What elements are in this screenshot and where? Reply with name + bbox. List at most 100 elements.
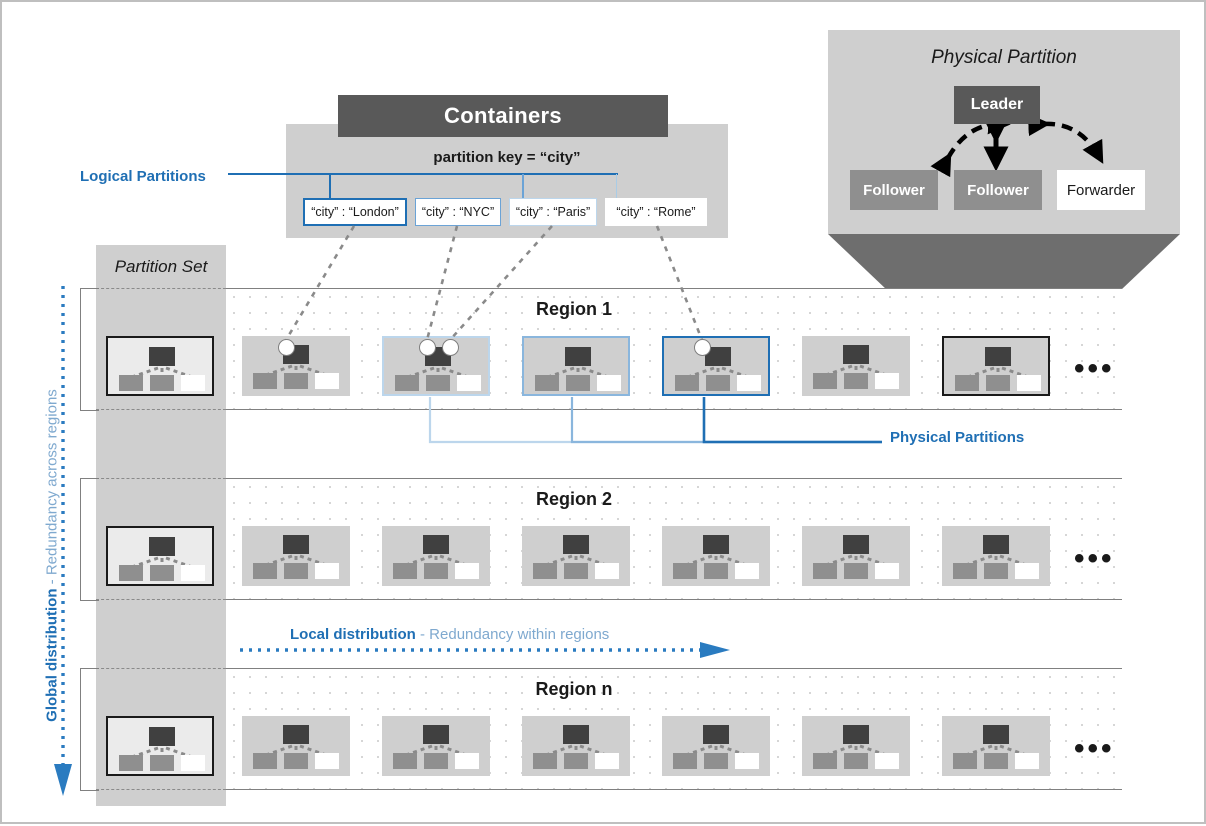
cell-follower-node <box>426 375 450 391</box>
cell-follower-node <box>424 753 448 769</box>
physical-partition-cell[interactable] <box>802 526 910 586</box>
physical-partition-cell[interactable] <box>662 526 770 586</box>
partition-key-label: partition key = “city” <box>433 148 581 166</box>
local-distribution-subtitle: - Redundancy within regions <box>420 626 610 643</box>
cell-forwarder-node <box>735 563 759 579</box>
cell-follower-node <box>984 563 1008 579</box>
cell-follower-node <box>953 563 977 579</box>
cell-leader-node <box>705 347 731 366</box>
physical-partition-cell[interactable] <box>522 336 630 396</box>
physical-partition-cell[interactable] <box>382 716 490 776</box>
partition-set-divider <box>96 478 226 479</box>
cell-leader-node <box>703 725 729 744</box>
cell-follower-node <box>986 375 1010 391</box>
cell-follower-node <box>675 375 699 391</box>
physical-partition-title: Physical Partition <box>931 47 1077 68</box>
logical-partition-london[interactable]: “city” : “London” <box>303 198 407 226</box>
cell-follower-node <box>284 753 308 769</box>
region-bracket-n <box>80 668 99 791</box>
cell-leader-node <box>149 727 175 746</box>
physical-partition-cell[interactable] <box>942 336 1050 396</box>
cell-follower-node <box>424 563 448 579</box>
cell-forwarder-node <box>1015 753 1039 769</box>
logical-partition-paris[interactable]: “city” : “Paris” <box>509 198 597 226</box>
cell-follower-node <box>955 375 979 391</box>
physical-partition-cell[interactable] <box>242 336 350 396</box>
cell-leader-node <box>423 725 449 744</box>
physical-partition-cell[interactable] <box>662 336 770 396</box>
physical-partition-cell[interactable] <box>662 716 770 776</box>
physical-partition-cell[interactable] <box>242 526 350 586</box>
cell-follower-node <box>844 563 868 579</box>
physical-partition-cell[interactable] <box>242 716 350 776</box>
cell-follower-node <box>253 373 277 389</box>
partition-set-cell[interactable] <box>106 336 214 396</box>
cell-follower-node <box>673 753 697 769</box>
region-label-2: Region 2 <box>535 489 612 509</box>
physical-partition-cell[interactable] <box>382 526 490 586</box>
cell-forwarder-node <box>315 563 339 579</box>
cell-follower-node <box>564 753 588 769</box>
logical-partition-rome[interactable]: “city” : “Rome” <box>605 198 707 226</box>
cell-forwarder-node <box>181 375 205 391</box>
physical-partition-follower-2: Follower <box>954 170 1042 210</box>
cell-follower-node <box>253 563 277 579</box>
partition-set-divider <box>96 409 226 410</box>
cell-follower-node <box>150 755 174 771</box>
cell-follower-node <box>395 375 419 391</box>
cell-forwarder-node <box>595 563 619 579</box>
cell-leader-node <box>423 535 449 554</box>
partition-set-divider <box>96 288 226 289</box>
cell-leader-node <box>563 725 589 744</box>
logical-partition-stem-paris <box>616 174 617 198</box>
logical-partition-stem-nyc <box>522 174 524 198</box>
cell-forwarder-node <box>457 375 481 391</box>
physical-partition-cell[interactable] <box>942 526 1050 586</box>
local-distribution-caption: Local distribution - Redundancy within r… <box>290 626 609 643</box>
local-distribution-arrow <box>240 642 730 658</box>
region-bracket-2 <box>80 478 99 601</box>
physical-partition-cell[interactable] <box>802 716 910 776</box>
more-partitions-ellipsis: ••• <box>1074 542 1115 575</box>
physical-partition-follower-1: Follower <box>850 170 938 210</box>
cell-forwarder-node <box>455 563 479 579</box>
cell-follower-node <box>533 753 557 769</box>
logical-partition-stem-london <box>329 174 331 198</box>
cell-forwarder-node <box>735 753 759 769</box>
physical-partitions-label: Physical Partitions <box>890 429 1025 446</box>
cell-forwarder-node <box>875 563 899 579</box>
mapping-knob-rome <box>694 339 711 356</box>
cell-follower-node <box>535 375 559 391</box>
cell-follower-node <box>813 563 837 579</box>
cell-follower-node <box>704 563 728 579</box>
local-distribution-title: Local distribution <box>290 626 416 643</box>
physical-partition-cell[interactable] <box>942 716 1050 776</box>
cell-follower-node <box>564 563 588 579</box>
cell-leader-node <box>703 535 729 554</box>
cell-leader-node <box>843 345 869 364</box>
cell-follower-node <box>953 753 977 769</box>
cell-follower-node <box>393 753 417 769</box>
physical-partition-cell[interactable] <box>382 336 490 396</box>
region-label-n: Region n <box>535 679 613 699</box>
physical-partition-cell[interactable] <box>522 716 630 776</box>
cell-forwarder-node <box>875 373 899 389</box>
partition-set-cell[interactable] <box>106 716 214 776</box>
physical-partition-cell[interactable] <box>802 336 910 396</box>
partition-set-cell[interactable] <box>106 526 214 586</box>
cell-follower-node <box>119 755 143 771</box>
cell-follower-node <box>844 753 868 769</box>
region-label-1: Region 1 <box>535 299 612 319</box>
logical-partition-nyc[interactable]: “city” : “NYC” <box>415 198 501 226</box>
global-distribution-arrow <box>54 286 72 796</box>
cell-leader-node <box>283 725 309 744</box>
cell-follower-node <box>844 373 868 389</box>
cell-leader-node <box>843 535 869 554</box>
cell-forwarder-node <box>181 755 205 771</box>
cell-forwarder-node <box>595 753 619 769</box>
partition-set-divider <box>96 789 226 790</box>
physical-partition-cell[interactable] <box>522 526 630 586</box>
cell-leader-node <box>985 347 1011 366</box>
cell-follower-node <box>119 565 143 581</box>
cell-leader-node <box>563 535 589 554</box>
